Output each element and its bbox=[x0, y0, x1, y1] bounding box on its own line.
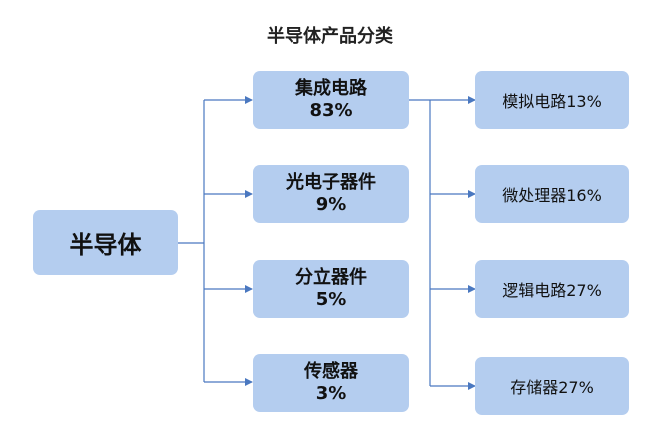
subcategory-memory: 存储器27% bbox=[475, 357, 629, 415]
category-name: 分立器件 bbox=[295, 267, 367, 288]
category-discrete: 分立器件 5% bbox=[253, 260, 409, 318]
subcategory-label: 存储器27% bbox=[510, 378, 594, 397]
subcategory-label: 逻辑电路27% bbox=[502, 281, 602, 300]
category-name: 集成电路 bbox=[295, 78, 367, 99]
category-share: 3% bbox=[315, 383, 347, 404]
root-label: 半导体 bbox=[69, 231, 142, 259]
subcategory-label: 微处理器16% bbox=[502, 186, 602, 205]
category-integrated-circuit: 集成电路 83% bbox=[253, 71, 409, 129]
category-sensor: 传感器 3% bbox=[253, 354, 409, 412]
subcategory-microprocessor: 微处理器16% bbox=[475, 165, 629, 223]
category-share: 83% bbox=[309, 100, 353, 121]
subcategory-analog: 模拟电路13% bbox=[475, 71, 629, 129]
category-share: 9% bbox=[315, 194, 347, 215]
category-name: 光电子器件 bbox=[286, 172, 376, 193]
subcategory-logic: 逻辑电路27% bbox=[475, 260, 629, 318]
root-node: 半导体 bbox=[33, 210, 178, 275]
subcategory-label: 模拟电路13% bbox=[502, 92, 602, 111]
category-name: 传感器 bbox=[304, 361, 358, 382]
diagram-title: 半导体产品分类 bbox=[267, 26, 393, 47]
category-share: 5% bbox=[315, 289, 347, 310]
category-optoelectronic: 光电子器件 9% bbox=[253, 165, 409, 223]
